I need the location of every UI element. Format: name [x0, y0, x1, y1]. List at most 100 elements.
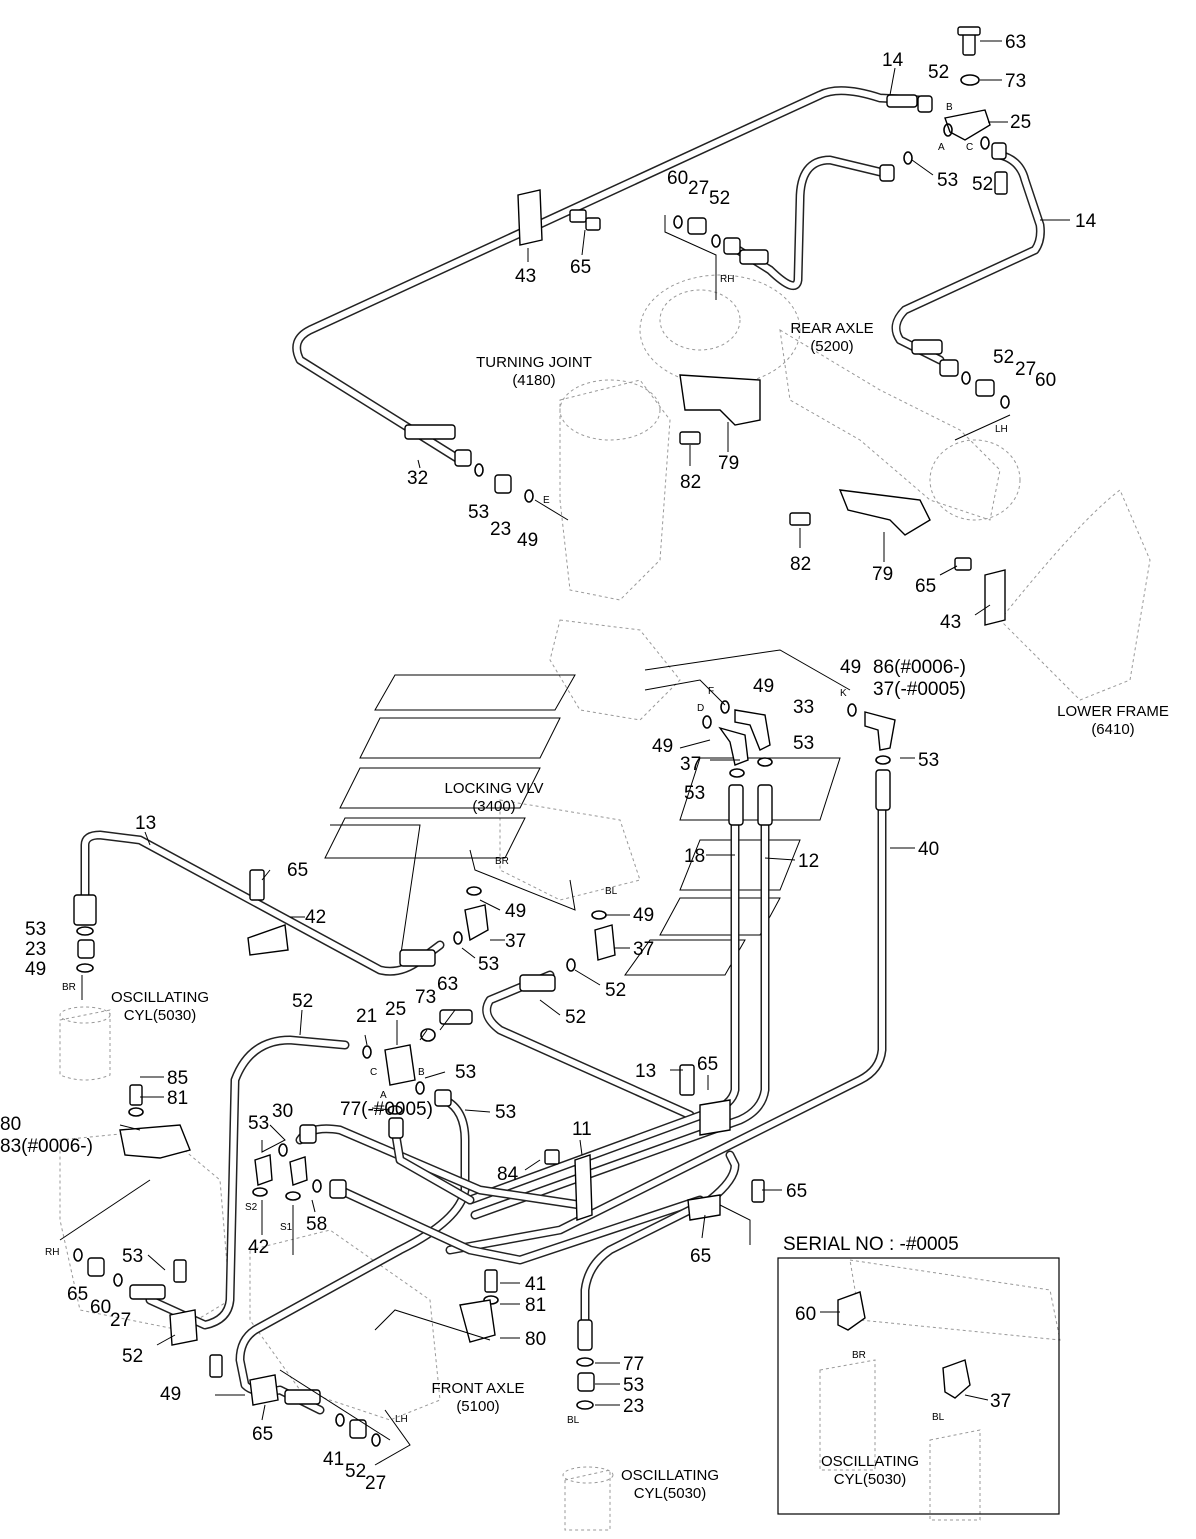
callout-42: 42 — [305, 907, 326, 928]
callout-79: 79 — [872, 564, 893, 585]
callout-52: 52 — [709, 188, 730, 209]
callout-37: 37 — [990, 1391, 1011, 1412]
callout-52: 53 — [455, 1062, 476, 1083]
callout-27: 60 — [90, 1297, 111, 1318]
callout-18: 18 — [684, 846, 705, 867]
callout-49: 49 — [25, 959, 46, 980]
port-rh: RH — [720, 274, 734, 285]
callout-81: 41 — [525, 1274, 546, 1295]
callout-30: 53 — [248, 1113, 269, 1134]
callout-83-0006: 80 — [0, 1114, 21, 1135]
callout-80: 81 — [525, 1295, 546, 1316]
callout-43: 43 — [515, 266, 536, 287]
callout-49: 49 — [633, 905, 654, 926]
callout-53: 53 — [918, 750, 939, 771]
port-b-lower: B — [418, 1067, 425, 1078]
port-rh-lower: RH — [45, 1247, 59, 1258]
callout-40: 40 — [918, 839, 939, 860]
port-bl-inset: BL — [932, 1412, 945, 1423]
callout-60: 60 — [667, 168, 688, 189]
callout-11: 53 — [495, 1102, 516, 1123]
callout-65: 65 — [786, 1181, 807, 1202]
port-lh-lower: LH — [395, 1414, 408, 1425]
front-axle-label: FRONT AXLE — [431, 1380, 524, 1397]
callout-73: 73 — [1005, 71, 1026, 92]
callout-65: 53 — [122, 1246, 143, 1267]
callout-23: 23 — [25, 939, 46, 960]
osc-cyl-bottom-code: CYL(5030) — [634, 1485, 707, 1502]
callout-23: 53 — [623, 1375, 644, 1396]
callout-37: 37 — [680, 754, 701, 775]
osc-cyl-left-code: CYL(5030) — [124, 1007, 197, 1024]
callout-37: 60 — [795, 1304, 816, 1325]
port-s1: S1 — [280, 1222, 293, 1233]
component-labels: TURNING JOINT (4180) REAR AXLE (5200) LO… — [111, 320, 1169, 1502]
port-br-inset: BR — [852, 1350, 866, 1361]
callout-65: 13 — [635, 1061, 656, 1082]
callout-77-0005: 83(#0006-) — [0, 1136, 93, 1157]
port-br: BR — [495, 856, 509, 867]
callout-73: 73 — [415, 987, 436, 1008]
port-labels: B A C RH LH E F D K BR BL BR C B A S2 S1… — [45, 102, 1008, 1426]
port-c: C — [966, 142, 973, 153]
callout-81: 85 — [167, 1068, 188, 1089]
callout-49: 49 — [652, 736, 673, 757]
callout-52: 21 — [356, 1006, 377, 1027]
callout-42: 65 — [690, 1246, 711, 1267]
callout-60: 65 — [67, 1284, 88, 1305]
callout-37-0005: 37(-#0005) — [873, 679, 966, 700]
callout-27: 27 — [1015, 359, 1036, 380]
callout-58: 42 — [248, 1237, 269, 1258]
port-bl: BL — [605, 886, 618, 897]
serial-inset-box — [777, 1257, 1060, 1515]
callout-13: 52 — [565, 1007, 586, 1028]
callout-25: 25 — [385, 999, 406, 1020]
hose-lines — [80, 86, 1045, 1415]
callout-63: 63 — [1005, 32, 1026, 53]
front-axle-code: (5100) — [456, 1398, 499, 1415]
callout-32: 32 — [407, 468, 428, 489]
callout-33: 33 — [793, 697, 814, 718]
callout-53: 53 — [937, 170, 958, 191]
inset-osc-label: OSCILLATING — [821, 1453, 919, 1470]
rear-axle-label: REAR AXLE — [790, 320, 873, 337]
callout-52: 41 — [323, 1449, 344, 1470]
callout-12: 12 — [798, 851, 819, 872]
callout-53: 77 — [623, 1354, 644, 1375]
callout-49: 49 — [840, 657, 861, 678]
lower-frame-label: LOWER FRAME — [1057, 703, 1169, 720]
rear-axle-code: (5200) — [810, 338, 853, 355]
callout-14: 14 — [882, 50, 904, 71]
callout-65: 65 — [915, 576, 936, 597]
callout-49: 23 — [623, 1396, 644, 1417]
osc-cyl-bottom-label: OSCILLATING — [621, 1467, 719, 1484]
callout-53: 30 — [272, 1101, 293, 1122]
fittings — [73, 26, 1010, 1447]
callout-21: 52 — [292, 991, 313, 1012]
callout-numbers: 63 73 52 14 25 53 52 14 60 27 52 43 65 5… — [0, 32, 1097, 1494]
callout-13: 13 — [135, 813, 156, 834]
callout-63: 63 — [437, 974, 458, 995]
callout-53: 53 — [478, 954, 499, 975]
callout-86-0006: 86(#0006-) — [873, 657, 966, 678]
callout-53: 53 — [793, 733, 814, 754]
callout-41: 52 — [122, 1346, 143, 1367]
callout-52: 52 — [928, 62, 949, 83]
port-s2: S2 — [245, 1202, 258, 1213]
port-d: D — [697, 703, 704, 714]
port-c-lower: C — [370, 1067, 377, 1078]
callout-65: 65 — [287, 860, 308, 881]
callout-43: 43 — [940, 612, 961, 633]
background-components — [59, 274, 1151, 1531]
callout-53: 53 — [468, 502, 489, 523]
callout-60: 60 — [1035, 370, 1056, 391]
callout-49: 49 — [753, 676, 774, 697]
callout-37: 37 — [505, 931, 526, 952]
callout-79: 79 — [718, 453, 739, 474]
callout-53: 53 — [25, 919, 46, 940]
callout-23: 23 — [490, 519, 511, 540]
callout-27: 52 — [345, 1461, 366, 1482]
callout-27: 27 — [688, 178, 709, 199]
locking-vlv-label: LOCKING VLV — [445, 780, 544, 797]
